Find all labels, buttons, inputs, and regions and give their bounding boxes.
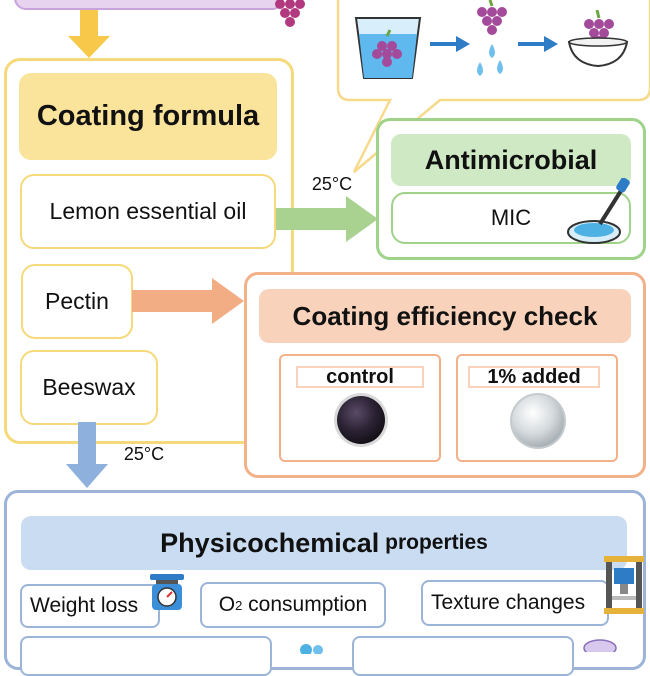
control-grape-image [334,393,388,447]
mic-test-box: MIC [391,192,631,244]
physicochemical-title-bold: Physicochemical [160,527,380,558]
top-header-strip [14,0,284,10]
sample-label-added: 1% added [468,366,600,388]
scale-icon [150,574,184,610]
bottom-item-2 [352,636,574,676]
bowl-icon [567,10,629,68]
temp-label-antimicrobial: 25°C [311,173,353,194]
ingredient-lemon-oil: Lemon essential oil [20,174,276,249]
physicochemical-title-rest: properties [379,531,488,554]
item-texture-changes: Texture changes [421,580,609,626]
item-weight-loss: Weight loss [20,584,160,628]
bottom-icon-2 [583,639,617,652]
coating-formula-title: Coating formula [19,73,277,160]
o2-rest: consumption [242,593,368,616]
ingredient-pectin: Pectin [21,264,133,339]
coated-grape-image [510,393,566,449]
antimicrobial-title: Antimicrobial [391,134,631,186]
coating-efficiency-title: Coating efficiency check [259,289,631,343]
temp-label-physicochemical: 25°C [123,443,165,464]
petri-dish-icon [567,178,630,244]
texture-analyzer-icon [604,556,644,614]
ingredient-beeswax: Beeswax [20,350,158,425]
sample-label-control: control [296,366,424,388]
arrow-to-efficiency [132,278,244,324]
physicochemical-title: Physicochemical properties [21,516,627,570]
arrow-to-physicochemical [66,422,108,488]
water-drop-icon [477,0,507,76]
o2-prefix: O [218,593,236,616]
down-arrow-top [68,10,110,58]
bottom-icon-1 [300,644,323,654]
grape-icon [275,0,305,27]
o2-sub: 2 [235,597,243,613]
arrow-to-antimicrobial [276,196,378,242]
water-cup-icon [354,17,422,79]
right-arrow-2 [518,36,558,52]
bottom-item-1 [20,636,272,676]
right-arrow-1 [430,36,470,52]
